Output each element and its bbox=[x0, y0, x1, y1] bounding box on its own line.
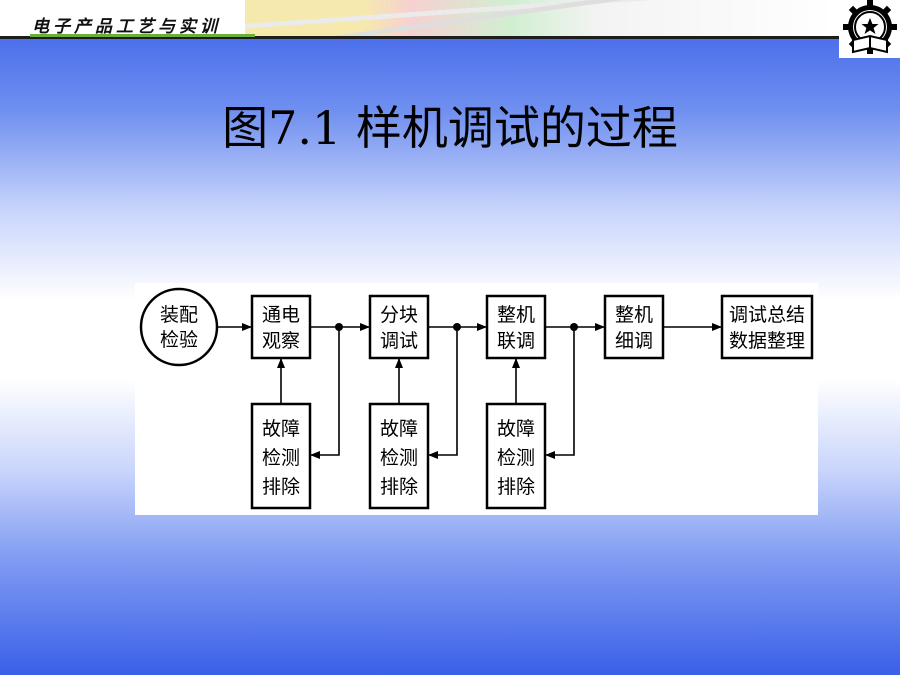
node-fault-3-line1: 故障 bbox=[497, 418, 535, 440]
node-fault-3: 故障 检测 排除 bbox=[485, 402, 547, 510]
node-summary: 调试总结 数据整理 bbox=[720, 294, 814, 360]
node-assembly-inspection-line2: 检验 bbox=[160, 329, 198, 351]
node-block-debug-line1: 分块 bbox=[380, 304, 418, 326]
node-fault-1-line1: 故障 bbox=[262, 418, 300, 440]
node-power-observe-line1: 通电 bbox=[262, 304, 300, 326]
node-summary-line2: 数据整理 bbox=[729, 330, 805, 352]
node-fault-2-line1: 故障 bbox=[380, 418, 418, 440]
node-fault-1: 故障 检测 排除 bbox=[250, 402, 312, 510]
header-bar: 电子产品工艺与实训 bbox=[0, 0, 900, 39]
loop-to-fault1 bbox=[310, 327, 340, 459]
node-power-observe-line2: 观察 bbox=[262, 330, 300, 352]
node-fault-1-line2: 检测 bbox=[262, 447, 300, 469]
node-power-observe: 通电 观察 bbox=[250, 294, 312, 360]
node-fault-3-line2: 检测 bbox=[497, 447, 535, 469]
node-fault-1-line3: 排除 bbox=[262, 476, 300, 498]
node-joint-debug: 整机 联调 bbox=[485, 294, 547, 360]
node-block-debug-line2: 调试 bbox=[380, 330, 418, 352]
node-assembly-inspection: 装配 检验 bbox=[139, 287, 219, 367]
node-summary-line1: 调试总结 bbox=[729, 304, 805, 326]
node-assembly-inspection-line1: 装配 bbox=[160, 304, 198, 326]
node-fault-3-line3: 排除 bbox=[497, 476, 535, 498]
brand-title: 电子产品工艺与实训 bbox=[32, 17, 221, 37]
node-fault-2-line2: 检测 bbox=[380, 447, 418, 469]
node-fault-2: 故障 检测 排除 bbox=[368, 402, 430, 510]
node-fine-tune: 整机 细调 bbox=[603, 294, 665, 360]
node-fine-tune-line2: 细调 bbox=[615, 330, 653, 352]
loop-to-fault2 bbox=[428, 327, 458, 459]
loop-to-fault3 bbox=[545, 327, 575, 459]
junction-dot-2 bbox=[453, 323, 461, 331]
node-fault-2-line3: 排除 bbox=[380, 476, 418, 498]
node-joint-debug-line1: 整机 bbox=[497, 304, 535, 326]
header-decoration bbox=[245, 0, 835, 38]
header-divider bbox=[0, 36, 840, 39]
node-fine-tune-line1: 整机 bbox=[615, 304, 653, 326]
logo-icon bbox=[839, 0, 900, 58]
debug-process-diagram: 装配 检验 通电 观察 分块 调试 整机 联调 整机 细调 调试总结 数据整理 bbox=[135, 283, 818, 515]
node-joint-debug-line2: 联调 bbox=[497, 330, 535, 352]
junction-dot-1 bbox=[335, 323, 343, 331]
brand-underline bbox=[30, 34, 255, 37]
slide-title: 图7.1 样机调试的过程 bbox=[222, 101, 678, 155]
junction-dot-3 bbox=[570, 323, 578, 331]
node-block-debug: 分块 调试 bbox=[368, 294, 430, 360]
